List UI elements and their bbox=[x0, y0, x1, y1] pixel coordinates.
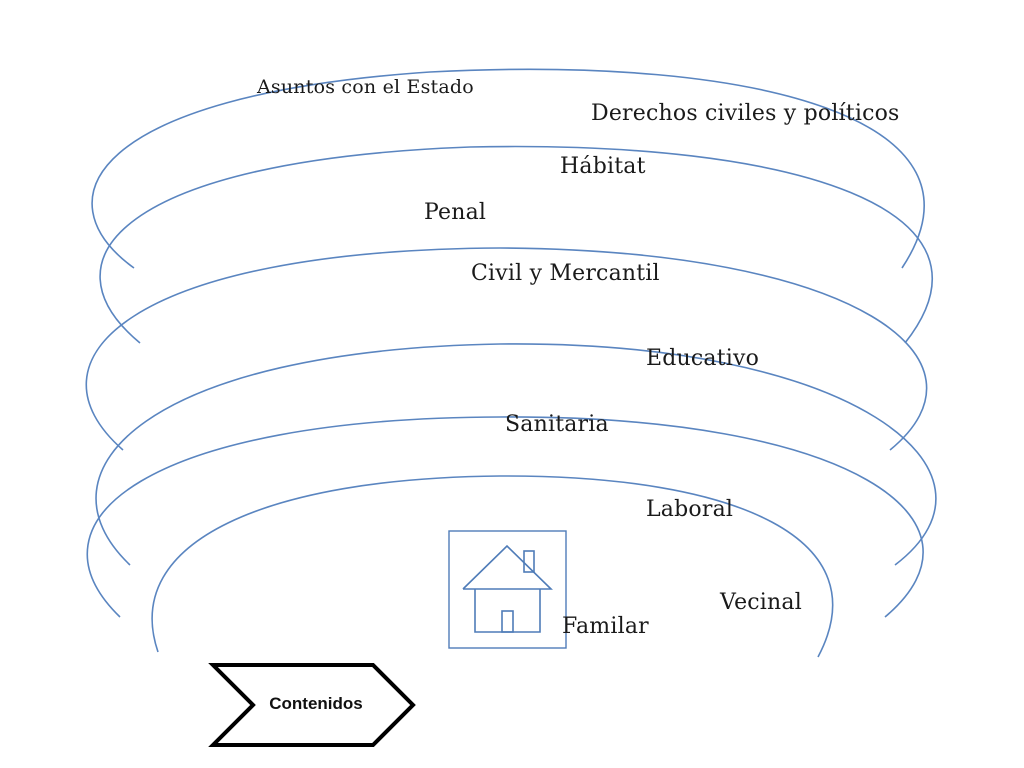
house-icon-chimney bbox=[523, 550, 535, 573]
arc-layer-2 bbox=[99, 145, 933, 344]
label-derechos-civiles: Derechos civiles y políticos bbox=[591, 101, 900, 126]
label-penal: Penal bbox=[424, 200, 487, 225]
arc-layer-4 bbox=[95, 343, 937, 566]
arc-layer-3 bbox=[85, 247, 928, 451]
label-educativo: Educativo bbox=[646, 346, 760, 371]
label-sanitaria: Sanitaria bbox=[505, 412, 609, 437]
chevron-label-contenidos: Contenidos bbox=[269, 694, 363, 713]
house-icon bbox=[448, 530, 567, 649]
label-laboral: Laboral bbox=[646, 497, 734, 522]
arc-layer-1 bbox=[91, 68, 925, 269]
house-icon-roof bbox=[462, 544, 553, 590]
label-familar: Familar bbox=[562, 614, 649, 639]
label-asuntos-con-el-estado: Asuntos con el Estado bbox=[257, 76, 474, 98]
arc-layer-5 bbox=[86, 416, 924, 618]
house-icon-frame bbox=[448, 530, 567, 649]
house-icon-door bbox=[501, 610, 514, 633]
arc-layer-6 bbox=[151, 475, 834, 658]
contenidos-chevron bbox=[208, 663, 416, 747]
label-vecinal: Vecinal bbox=[720, 590, 802, 615]
label-civil-y-mercantil: Civil y Mercantil bbox=[471, 261, 660, 286]
label-habitat: Hábitat bbox=[560, 154, 646, 179]
